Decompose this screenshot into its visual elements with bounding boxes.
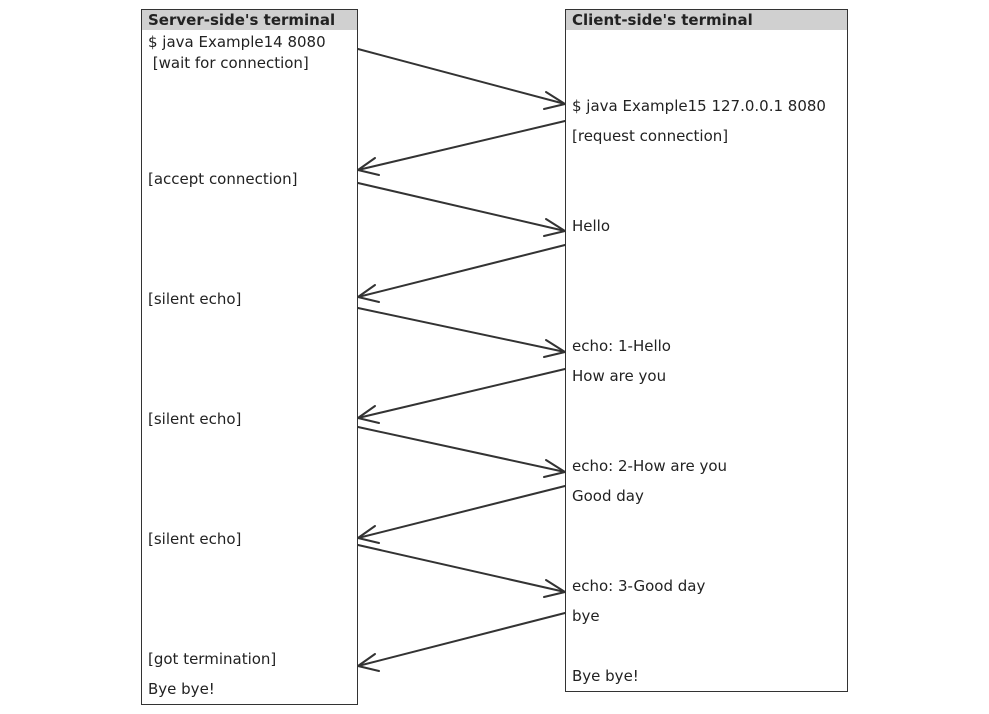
server-line-termination: [got termination]	[148, 650, 277, 668]
arrow-client-to-server-2	[357, 244, 566, 303]
client-line-echo-3: echo: 3-Good day	[572, 577, 706, 595]
arrow-client-to-server-3	[357, 368, 566, 424]
arrow-server-to-client-3	[357, 307, 566, 358]
client-line-echo-1: echo: 1-Hello	[572, 337, 671, 355]
arrow-server-to-client-5	[357, 544, 566, 598]
server-terminal: Server-side's terminal $ java Example14 …	[141, 9, 358, 705]
arrow-client-to-server-5	[357, 612, 566, 672]
arrow-server-to-client-4	[357, 426, 566, 478]
client-line-bye: bye	[572, 607, 600, 625]
arrow-client-to-server-4	[357, 485, 566, 544]
server-line-echo-2: [silent echo]	[148, 410, 242, 428]
arrow-server-to-client-1	[357, 48, 566, 110]
client-line-command: $ java Example15 127.0.0.1 8080	[572, 97, 826, 115]
client-line-hello: Hello	[572, 217, 611, 235]
arrow-client-to-server-1	[357, 120, 566, 176]
client-line-bye-bye: Bye bye!	[572, 667, 639, 685]
server-line-accept: [accept connection]	[148, 170, 298, 188]
server-line-echo-1: [silent echo]	[148, 290, 242, 308]
client-line-echo-2: echo: 2-How are you	[572, 457, 728, 475]
server-line-bye: Bye bye!	[148, 680, 215, 698]
client-line-how-are-you: How are you	[572, 367, 667, 385]
server-terminal-title: Server-side's terminal	[142, 10, 357, 30]
arrow-server-to-client-2	[357, 182, 566, 237]
server-line-echo-3: [silent echo]	[148, 530, 242, 548]
client-terminal-title: Client-side's terminal	[566, 10, 847, 30]
client-line-good-day: Good day	[572, 487, 644, 505]
server-line-wait: [wait for connection]	[148, 54, 309, 72]
client-terminal: Client-side's terminal $ java Example15 …	[565, 9, 848, 692]
client-line-request: [request connection]	[572, 127, 729, 145]
server-line-command: $ java Example14 8080	[148, 33, 326, 51]
